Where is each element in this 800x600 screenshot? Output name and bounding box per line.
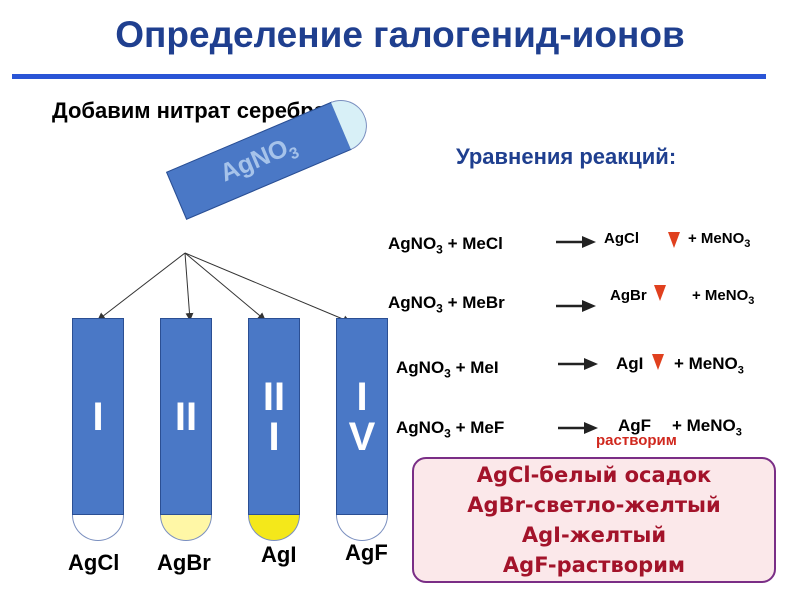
side-product-2: + MeNO3 <box>692 287 754 307</box>
arrow-right-icon <box>558 422 598 434</box>
pour-line-2 <box>184 252 194 321</box>
eq-left-b: + MeF <box>450 418 505 437</box>
tube-salt-label-3: AgI <box>261 542 297 567</box>
tube-bottom <box>160 515 212 541</box>
side-sub: 3 <box>748 295 755 307</box>
tube-salt-label-1: AgCl <box>68 550 120 575</box>
instruction-text: Добавим нитрат серебра. <box>52 98 333 123</box>
equation-left-4: AgNO3 + MeF <box>396 418 504 440</box>
pour-line-4 <box>184 252 351 323</box>
test-tube-1: I <box>72 318 124 541</box>
product-3: AgI <box>616 354 644 373</box>
side-product-4: + MeNO3 <box>672 416 742 438</box>
eq-left-sub: 3 <box>436 242 443 257</box>
result-line-3: AgI-желтый <box>521 523 667 547</box>
precipitate-down-arrow-icon <box>654 285 666 301</box>
eq-left-sub: 3 <box>444 366 451 381</box>
tube-number: II <box>262 374 286 419</box>
tube-number-line2: V <box>348 414 376 459</box>
eq-left-b: + MeCl <box>442 234 503 253</box>
equation-left-3: AgNO3 + MeI <box>396 358 499 380</box>
product-1: AgCl <box>604 230 639 247</box>
eq-left-b: + MeBr <box>442 293 505 312</box>
test-tube-body: I V <box>336 318 388 515</box>
tube-number: I <box>92 394 104 439</box>
equations-heading: Уравнения реакций: <box>456 144 677 169</box>
side-a: + MeNO <box>674 354 738 373</box>
product-2: AgBr <box>610 287 647 304</box>
results-box: AgCl-белый осадок AgBr-светло-желтый AgI… <box>412 457 776 583</box>
equation-left-2: AgNO3 + MeBr <box>388 293 505 315</box>
side-a: + MeNO <box>692 287 749 304</box>
eq-left-a: AgNO <box>388 293 437 312</box>
test-tube-3: II I <box>248 318 300 541</box>
tube-bottom <box>72 515 124 541</box>
dissolves-note: растворим <box>596 432 677 449</box>
precipitate-down-arrow-icon <box>668 232 680 248</box>
pour-line-3 <box>184 252 266 321</box>
side-a: + MeNO <box>672 416 736 435</box>
side-sub: 3 <box>744 238 751 250</box>
equation-left-1: AgNO3 + MeCl <box>388 234 503 256</box>
arrow-right-icon <box>558 358 598 370</box>
precipitate-down-arrow-icon <box>652 354 664 370</box>
eq-left-a: AgNO <box>396 358 445 377</box>
side-sub: 3 <box>737 364 744 377</box>
test-tube-body: II <box>160 318 212 515</box>
page-title: Определение галогенид-ионов <box>115 14 685 55</box>
arrow-right-icon <box>556 236 596 248</box>
tube-number: I <box>356 374 368 419</box>
test-tube-4: I V <box>336 318 388 541</box>
product-4: AgF <box>618 416 652 435</box>
eq-left-sub: 3 <box>444 426 451 441</box>
tube-bottom <box>336 515 388 541</box>
arrow-right-icon <box>556 300 596 312</box>
eq-left-a: AgNO <box>396 418 445 437</box>
pour-line-1 <box>97 252 186 321</box>
tube-bottom <box>248 515 300 541</box>
side-product-3: + MeNO3 <box>674 354 744 376</box>
test-tube-body: II I <box>248 318 300 515</box>
eq-left-b: + MeI <box>450 358 499 377</box>
side-sub: 3 <box>735 426 742 439</box>
result-line-4: AgF-растворим <box>502 553 686 577</box>
test-tube-2: II <box>160 318 212 541</box>
tube-salt-label-2: AgBr <box>157 550 211 575</box>
eq-left-sub: 3 <box>436 301 443 316</box>
tube-number-line2: I <box>268 414 280 459</box>
tube-number: II <box>174 394 198 439</box>
result-line-2: AgBr-светло-желтый <box>467 493 721 517</box>
test-tube-body: I <box>72 318 124 515</box>
title-divider <box>12 74 766 79</box>
tube-salt-label-4: AgF <box>345 540 388 565</box>
side-a: + MeNO <box>688 230 745 247</box>
result-line-1: AgCl-белый осадок <box>476 463 712 487</box>
side-product-1: + MeNO3 <box>688 230 750 250</box>
eq-left-a: AgNO <box>388 234 437 253</box>
